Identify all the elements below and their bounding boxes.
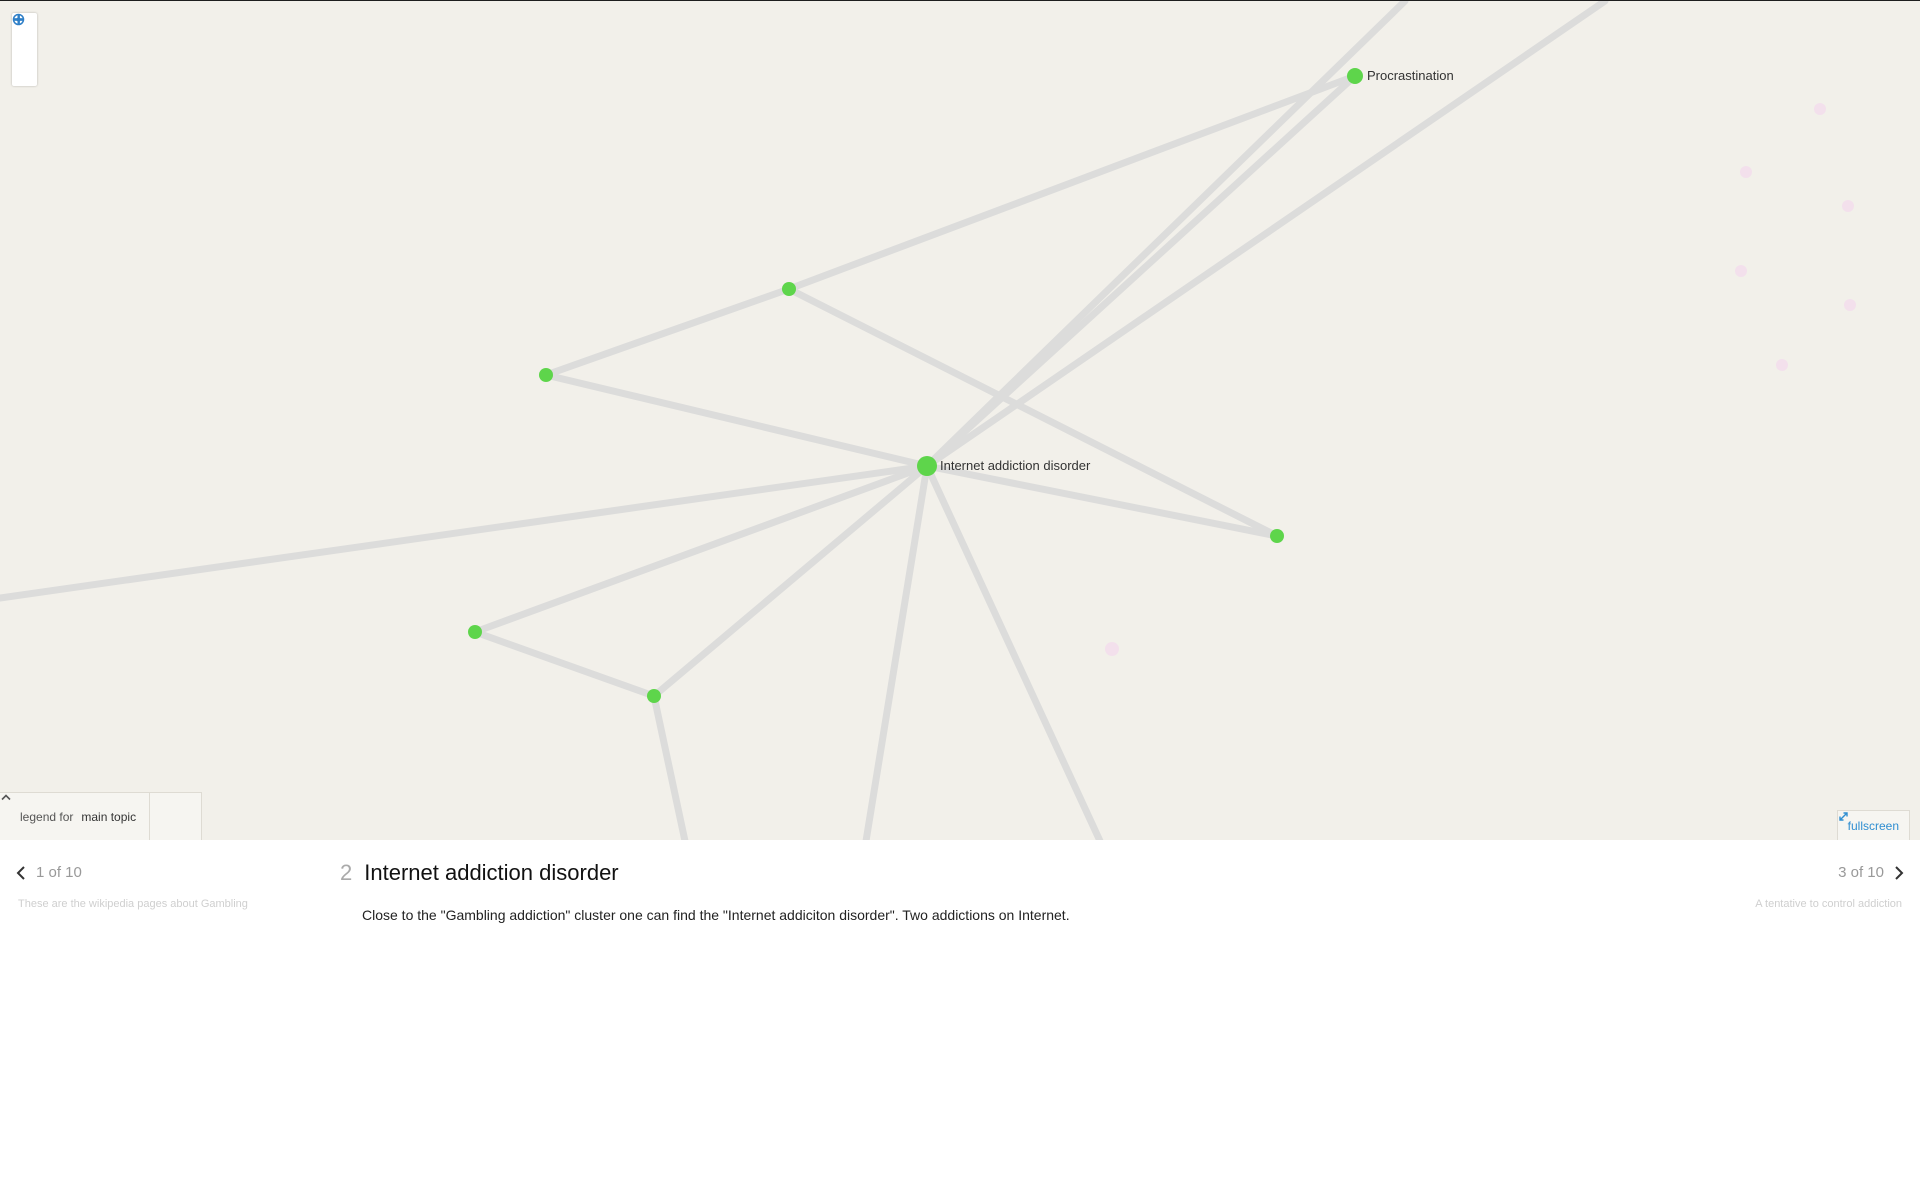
edge xyxy=(923,1,1609,470)
ghost-node xyxy=(1844,299,1856,311)
ghost-nodes xyxy=(1105,103,1856,656)
ghost-node xyxy=(1814,103,1826,115)
edge xyxy=(923,1,1409,470)
node-internet-addiction-disorder[interactable] xyxy=(917,456,937,476)
chevron-up-icon xyxy=(1,794,11,801)
step-number: 2 xyxy=(340,860,353,885)
step-header: 2 Internet addiction disorder xyxy=(340,860,619,886)
legend-prefix: legend for xyxy=(20,809,74,824)
zoom-controls xyxy=(12,13,37,86)
ghost-node xyxy=(1842,200,1854,212)
edge xyxy=(650,462,931,700)
edge xyxy=(923,72,1359,470)
next-step-description: A tentative to control addiction xyxy=(1755,898,1902,910)
legend-toggle-button[interactable] xyxy=(1,792,201,840)
step-text: Close to the "Gambling addiction" cluste… xyxy=(362,907,1070,923)
ghost-node xyxy=(1735,265,1747,277)
legend-value[interactable]: main topic xyxy=(81,809,137,824)
chevron-right-icon xyxy=(1895,865,1904,880)
next-step-count: 3 of 10 xyxy=(1838,864,1884,881)
fullscreen-label: fullscreen xyxy=(1847,818,1899,833)
edge xyxy=(785,285,1281,540)
edge xyxy=(650,692,689,840)
minus-icon xyxy=(13,18,24,21)
expand-icon xyxy=(1838,812,1848,821)
edge xyxy=(471,628,658,700)
graph-svg[interactable] xyxy=(0,1,1920,840)
ghost-node xyxy=(1776,359,1788,371)
story-panel: 1 of 10 These are the wikipedia pages ab… xyxy=(0,840,1920,1200)
node[interactable] xyxy=(468,625,482,639)
prev-step-button[interactable]: 1 of 10 xyxy=(16,864,82,881)
ghost-node xyxy=(1105,642,1119,656)
zoom-out-button[interactable] xyxy=(12,18,37,85)
edge xyxy=(923,462,1104,840)
node-label-internet-addiction[interactable]: Internet addiction disorder xyxy=(940,458,1091,473)
next-step-button[interactable]: 3 of 10 xyxy=(1838,864,1904,881)
prev-step-count: 1 of 10 xyxy=(36,864,82,881)
node[interactable] xyxy=(782,282,796,296)
node[interactable] xyxy=(647,689,661,703)
edge xyxy=(785,72,1359,293)
node-procrastination[interactable] xyxy=(1347,68,1363,84)
edge xyxy=(0,462,931,602)
legend-bar: legend for main topic xyxy=(0,792,202,840)
graph-nodes[interactable] xyxy=(468,68,1363,703)
step-title: Internet addiction disorder xyxy=(364,860,619,885)
node-label-procrastination[interactable]: Procrastination xyxy=(1367,68,1454,83)
ghost-node xyxy=(1740,166,1752,178)
edge xyxy=(923,462,1281,540)
zoom-in-button[interactable] xyxy=(12,14,37,61)
node[interactable] xyxy=(1270,529,1284,543)
edge xyxy=(542,285,793,379)
node[interactable] xyxy=(539,368,553,382)
edge xyxy=(542,371,931,470)
prev-step-description: These are the wikipedia pages about Gamb… xyxy=(18,898,248,910)
fullscreen-button[interactable]: fullscreen xyxy=(1836,810,1910,840)
edge xyxy=(471,462,931,636)
graph-edges xyxy=(0,1,1609,840)
chevron-left-icon xyxy=(16,865,25,880)
edge xyxy=(862,462,931,840)
graph-canvas[interactable]: Procrastination Internet addiction disor… xyxy=(0,0,1920,840)
